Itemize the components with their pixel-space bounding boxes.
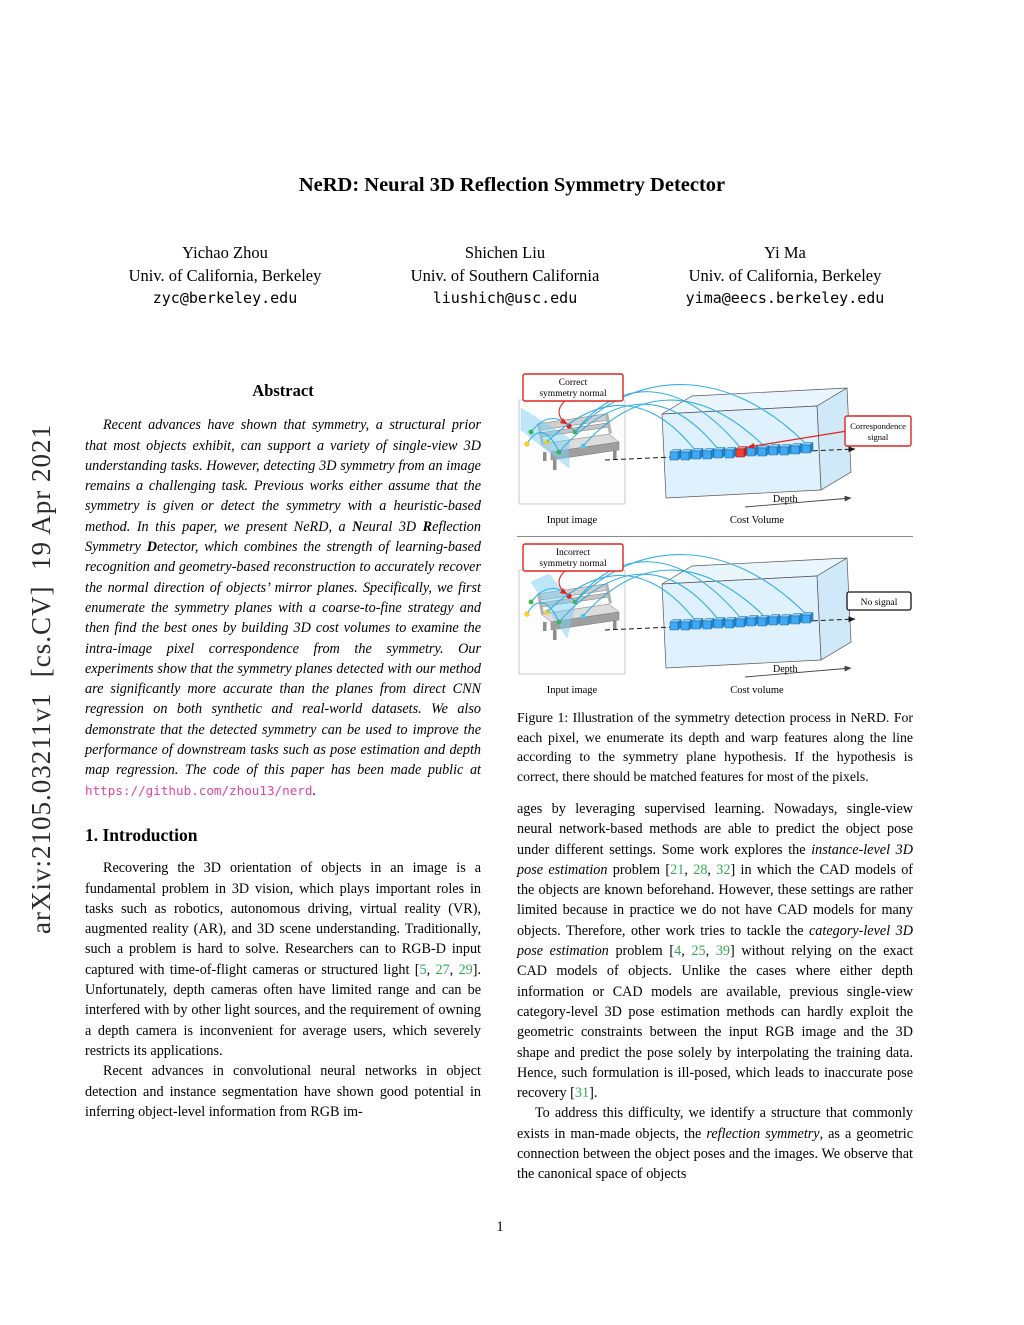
citation-link[interactable]: 32 [716,861,731,878]
author-email: liushich@usc.edu [432,289,578,307]
citation-link[interactable]: 39 [715,943,731,960]
right-column: Correspondence signal Correct symmetry n… [517,372,913,1185]
text-segment: , [426,961,436,978]
symmetry-normal-box: Incorrect symmetry normal [522,543,624,572]
input-image [518,399,626,505]
citation-link[interactable]: 28 [693,861,708,878]
text-segment: , [707,861,717,878]
text-segment: eural 3D [362,518,423,535]
citation-link[interactable]: 31 [574,1085,590,1102]
text-segment: reflection symmetry [706,1125,820,1142]
text-segment: , [684,861,694,878]
depth-axis: Depth [744,664,852,678]
intro-paragraph-1: Recovering the 3D orientation of objects… [85,858,481,1061]
figure-panel-incorrect: No signal Incorrect symmetry normal Dept… [518,543,912,696]
text-segment: To address this difficulty, we identify … [517,1105,913,1142]
correspondence-pointer [747,430,848,449]
left-column: Abstract Recent advances have shown that… [85,381,481,1122]
normal-pointer [558,400,568,425]
intro-paragraph-2: Recent advances in convolutional neural … [85,1061,481,1122]
depth-ray [604,446,856,461]
figure-panel-correct: Correspondence signal Correct symmetry n… [518,373,912,526]
text-segment: instance-level 3D pose estimation [517,841,914,878]
text-segment: ages by leveraging supervised learning. … [517,801,913,858]
figure-divider [517,536,913,537]
citation-link[interactable]: 27 [435,961,450,978]
normal-label: Incorrect [556,548,591,558]
text-segment: problem [ [608,943,675,960]
normal-label: symmetry normal [539,389,607,399]
correspondence-signal-box: Correspondence signal [844,415,912,447]
mirror-arcs [526,417,576,453]
text-segment: ] without relying on the exact CAD model… [517,943,914,1102]
normal-pointer [558,570,568,595]
normal-label: Correct [559,378,588,388]
author-block: Yichao Zhou Univ. of California, Berkele… [85,241,925,310]
text-segment: Recovering the 3D orientation of objects… [85,860,481,978]
text-segment: Recent advances in convolutional neural … [85,1063,481,1120]
citation-link[interactable]: 29 [458,961,473,978]
right-paragraph-1: ages by leveraging supervised learning. … [517,799,913,1103]
signal-label: Correspondence [850,421,906,431]
cost-volume-label: Cost Volume [730,515,785,526]
symmetry-normal-box: Correct symmetry normal [522,373,624,402]
author-affiliation: Univ. of California, Berkeley [688,266,882,285]
figure-1: Correspondence signal Correct symmetry n… [517,372,913,700]
text-segment: , [681,943,692,960]
abstract-text: Recent advances have shown that symmetry… [85,415,481,801]
author-name: Yichao Zhou [182,243,268,262]
author-email: yima@eecs.berkeley.edu [685,289,885,307]
text-segment: ]. [589,1085,598,1102]
depth-ray [604,616,856,631]
page-number: 1 [496,1219,504,1235]
mirror-arcs [526,587,576,623]
no-signal-box: No signal [846,591,912,611]
citation-link[interactable]: 21 [670,861,685,878]
text-segment: ] in which the CAD models of the objects… [517,861,914,939]
text-segment: , [705,943,716,960]
input-image-label: Input image [547,515,598,526]
text-segment: eflection Symmetry [85,518,481,556]
paper-title: NeRD: Neural 3D Reflection Symmetry Dete… [298,174,726,196]
author-3: Yi Ma Univ. of California, Berkeley yima… [645,241,925,310]
author-affiliation: Univ. of Southern California [410,266,600,285]
correspondence-arcs [546,554,806,623]
author-name: Yi Ma [764,243,806,262]
author-2: Shichen Liu Univ. of Southern California… [365,241,645,310]
figure-1-caption: Figure 1: Illustration of the symmetry d… [517,710,913,784]
correspondence-arcs [546,384,806,453]
abstract-heading: Abstract [252,381,314,400]
text-segment: Recent advances have shown that symmetry… [85,417,481,535]
text-segment: etector, which combines the strength of … [85,539,481,779]
depth-label: Depth [773,494,797,505]
signal-label: signal [868,432,889,442]
text-segment: ]. Unfortunately, depth cameras often ha… [85,961,482,1059]
normal-label: symmetry normal [539,559,607,569]
right-paragraph-2: To address this difficulty, we identify … [517,1103,913,1184]
depth-axis: Depth [744,494,852,508]
citation-link[interactable]: 4 [674,943,682,960]
text-segment: , [449,961,459,978]
section-heading-introduction: 1. Introduction [85,824,198,845]
author-name: Shichen Liu [464,243,546,262]
text-segment: R [422,518,433,535]
citation-link[interactable]: 25 [691,943,706,960]
text-segment: N [352,518,363,535]
author-1: Yichao Zhou Univ. of California, Berkele… [85,241,365,310]
text-segment: category-level 3D pose estimation [517,922,913,960]
author-affiliation: Univ. of California, Berkeley [128,266,322,285]
text-segment: , as a geometric connection between the … [517,1125,913,1183]
url-link[interactable]: https://github.com/zhou13/nerd [85,782,313,798]
signal-label: No signal [861,598,898,608]
depth-label: Depth [773,664,797,675]
cost-volume-label: Cost volume [730,685,784,696]
text-segment: problem [ [607,861,671,878]
citation-link[interactable]: 5 [419,961,427,978]
text-segment: D [146,539,158,556]
author-email: zyc@berkeley.edu [152,289,298,307]
arxiv-watermark: arXiv:2105.03211v1 [cs.CV] 19 Apr 2021 [26,424,56,934]
text-segment: . [312,782,317,799]
input-image-label: Input image [547,685,598,696]
